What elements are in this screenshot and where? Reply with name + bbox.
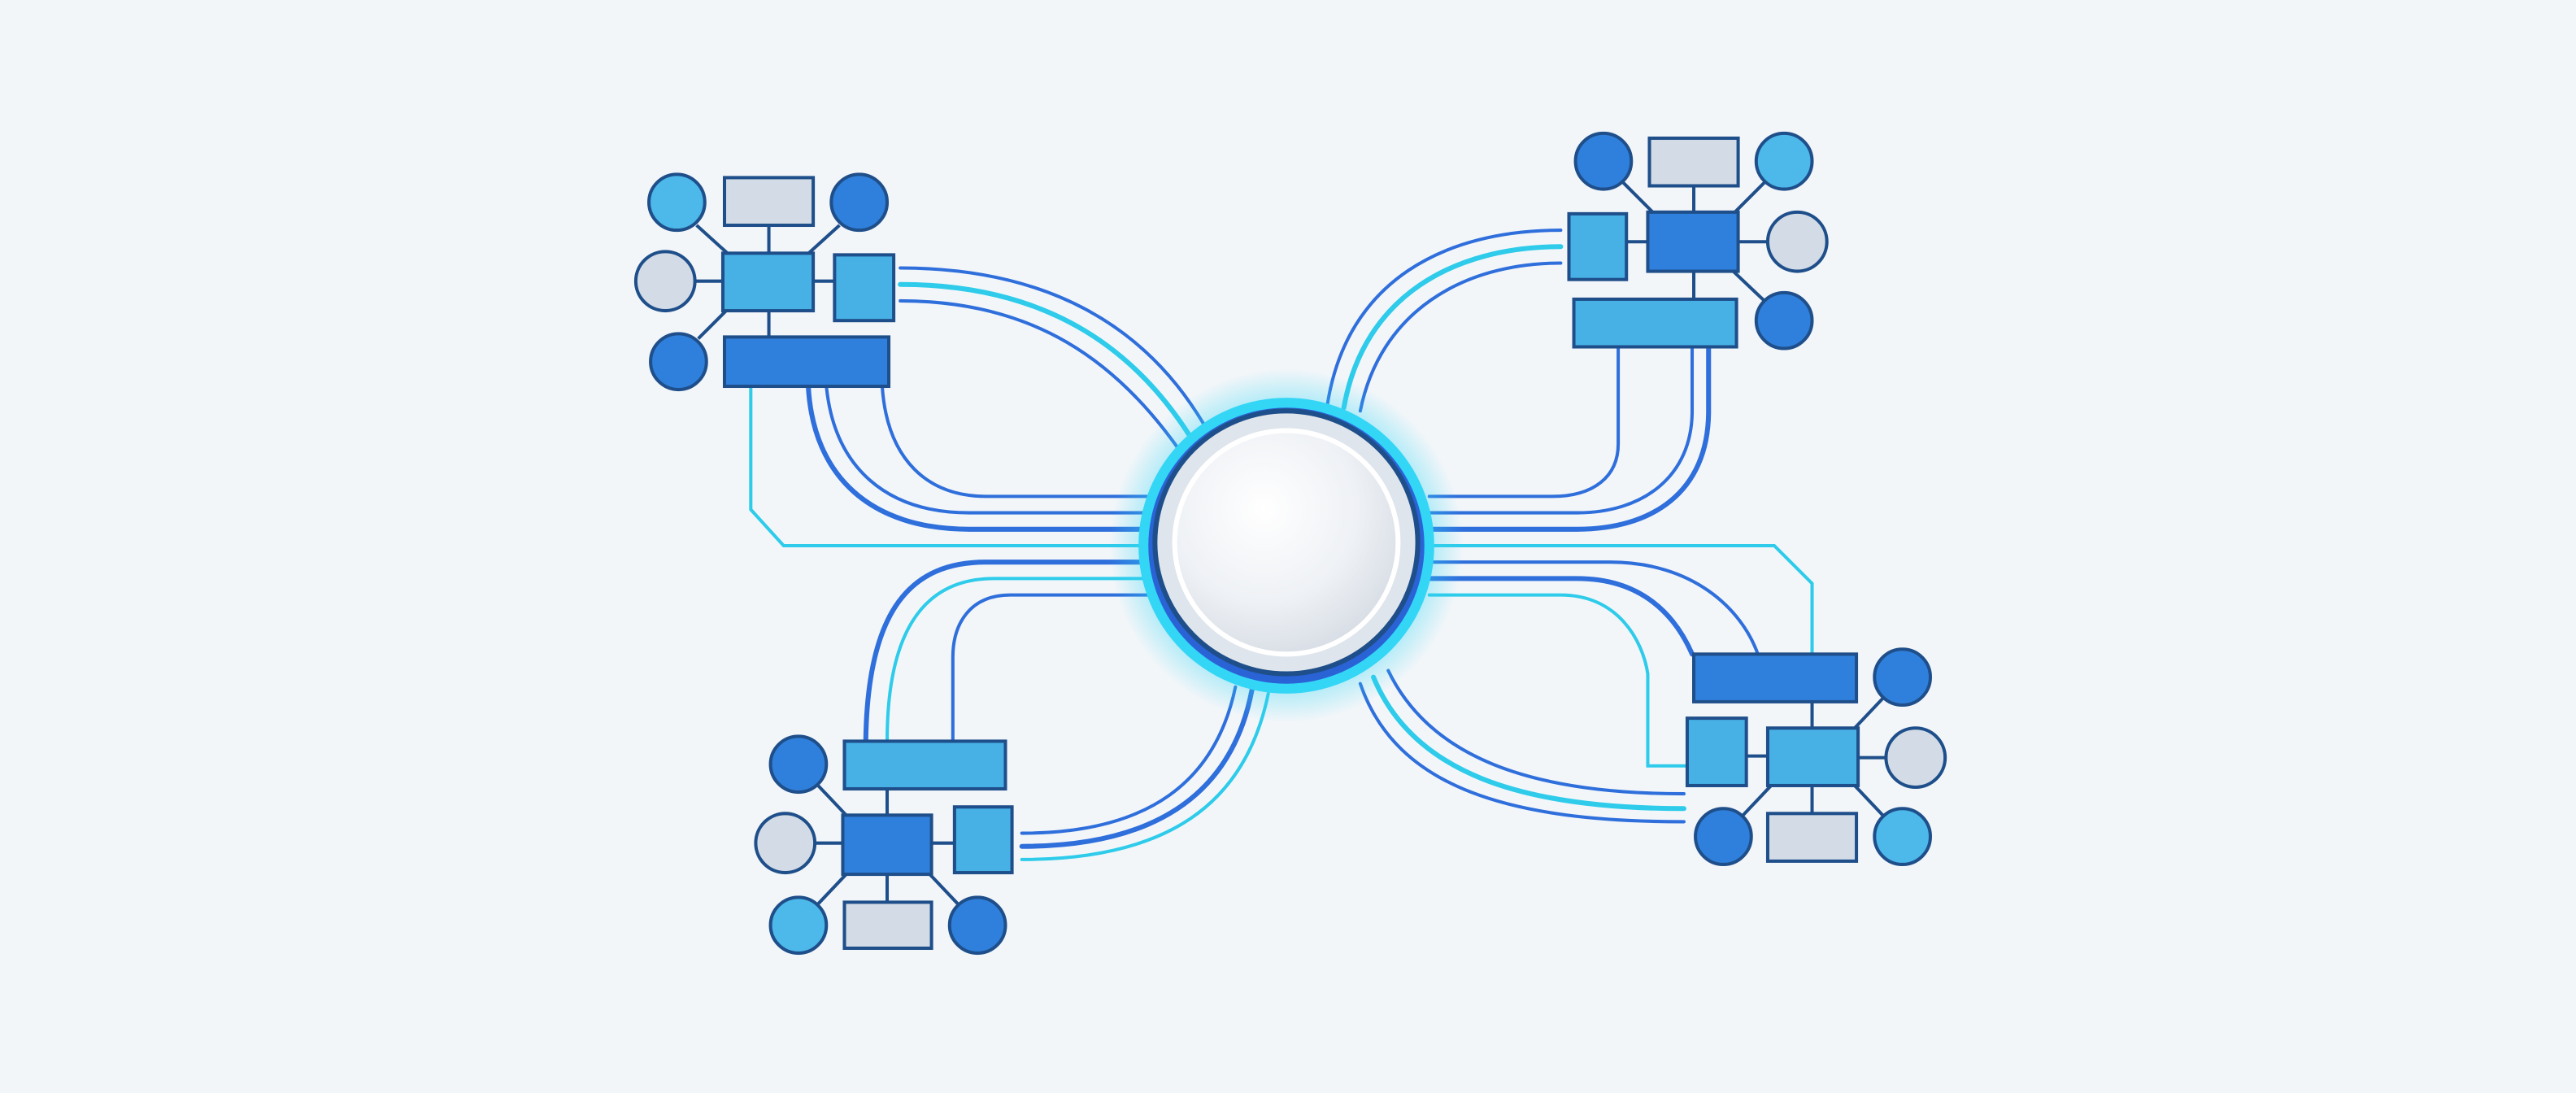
cluster-top-right bbox=[1567, 131, 1829, 351]
node-circle bbox=[1694, 807, 1753, 866]
node-circle bbox=[1765, 210, 1829, 273]
node-rect bbox=[842, 900, 933, 951]
connectors-bottom-left bbox=[863, 560, 1270, 861]
connector-line bbox=[880, 384, 1152, 499]
node-rect bbox=[1765, 726, 1860, 787]
node-rect bbox=[1765, 812, 1859, 863]
node-rect bbox=[1692, 652, 1859, 703]
node-circle bbox=[947, 895, 1007, 956]
connector-line bbox=[1427, 345, 1695, 515]
connector-line bbox=[863, 560, 1153, 744]
cluster-bottom-left bbox=[754, 734, 1014, 956]
connector-line bbox=[1358, 261, 1563, 413]
node-rect bbox=[952, 805, 1014, 875]
node-rect bbox=[1647, 136, 1740, 188]
connector-line bbox=[1427, 345, 1621, 499]
connector-line bbox=[1426, 344, 1712, 532]
node-rect bbox=[1572, 297, 1738, 349]
node-circle bbox=[754, 812, 817, 875]
node-rect bbox=[1567, 211, 1629, 281]
node-rect bbox=[841, 813, 933, 877]
hub-inner bbox=[1172, 428, 1401, 657]
node-circle bbox=[1873, 647, 1932, 707]
connector-line bbox=[899, 266, 1210, 433]
central-hub bbox=[1108, 368, 1464, 724]
connector-line bbox=[1341, 244, 1564, 411]
node-circle bbox=[829, 172, 890, 233]
node-circle bbox=[1754, 131, 1814, 191]
node-rect bbox=[1685, 716, 1748, 787]
connectors-top-left bbox=[749, 266, 1210, 548]
node-circle bbox=[1573, 131, 1634, 191]
connector-line bbox=[1019, 687, 1255, 849]
connector-line bbox=[1020, 691, 1270, 861]
connector-line bbox=[749, 384, 1152, 548]
connector-line bbox=[899, 298, 1181, 452]
node-circle bbox=[1873, 807, 1932, 866]
connector-line bbox=[1325, 229, 1563, 407]
connector-line bbox=[1371, 674, 1686, 812]
connector-line bbox=[951, 593, 1152, 743]
node-circle bbox=[1884, 726, 1947, 790]
connector-line bbox=[1427, 560, 1760, 656]
connector-line bbox=[1386, 668, 1686, 796]
connector-line bbox=[1427, 543, 1814, 656]
node-rect bbox=[720, 251, 816, 313]
node-circle bbox=[768, 734, 829, 795]
connector-line bbox=[898, 281, 1195, 443]
node-circle bbox=[768, 895, 829, 956]
connectors-top-right bbox=[1325, 229, 1712, 532]
node-circle bbox=[649, 332, 708, 392]
connector-line bbox=[1020, 685, 1238, 835]
connectors-bottom-right bbox=[1358, 543, 1814, 824]
connector-line bbox=[1358, 681, 1686, 824]
cluster-top-left bbox=[633, 172, 896, 392]
node-rect bbox=[722, 176, 816, 228]
node-rect bbox=[842, 739, 1007, 791]
connector-line bbox=[825, 384, 1152, 515]
node-rect bbox=[833, 253, 896, 323]
node-circle bbox=[633, 250, 697, 313]
connector-line bbox=[806, 383, 1153, 532]
node-rect bbox=[722, 335, 891, 389]
cluster-bottom-right bbox=[1685, 647, 1947, 866]
connector-line bbox=[1426, 576, 1695, 657]
connector-line bbox=[886, 577, 1152, 743]
node-circle bbox=[647, 172, 707, 233]
node-circle bbox=[1754, 290, 1814, 351]
node-rect bbox=[1646, 210, 1740, 273]
connector-line bbox=[1427, 593, 1689, 768]
